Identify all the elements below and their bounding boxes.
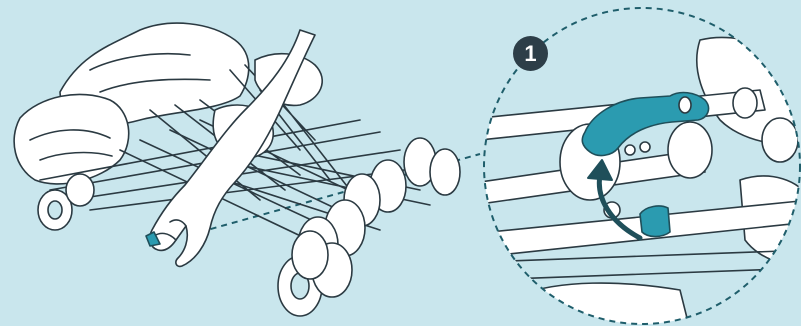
- lower-latch: [640, 206, 670, 237]
- step-number-badge: 1: [513, 36, 548, 71]
